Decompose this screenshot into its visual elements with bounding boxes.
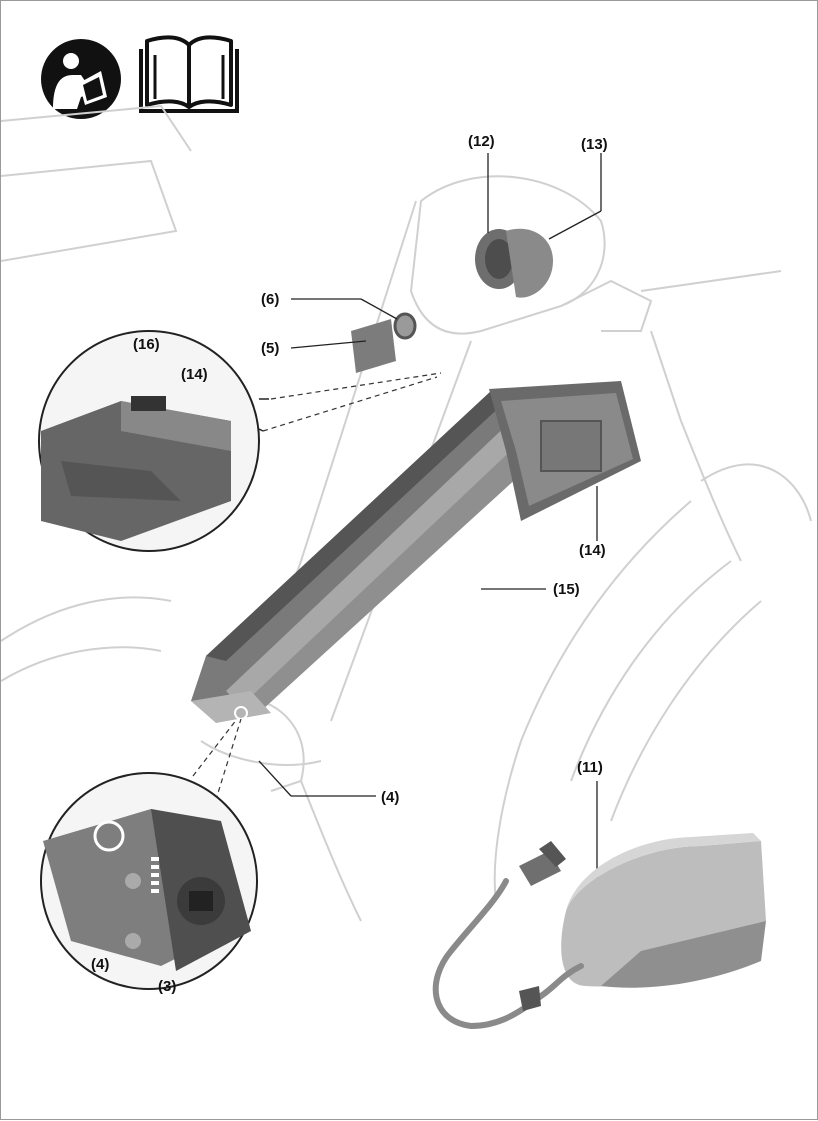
callout-4-detail: (4): [91, 956, 110, 973]
detail-circle-latch: [38, 330, 269, 552]
callout-14-battery: (14): [579, 542, 606, 559]
callout-15: (15): [553, 581, 580, 598]
battery-charger-11: [432, 833, 766, 1030]
ring-part-6: [393, 312, 417, 340]
callout-13: (13): [581, 136, 608, 153]
detail-circle-battery-contacts: [40, 772, 258, 990]
callout-12: (12): [468, 133, 495, 150]
read-manual-person-icon: [41, 39, 121, 119]
callout-3: (3): [158, 978, 177, 995]
callout-6: (6): [261, 291, 280, 308]
key-part-5: [351, 319, 396, 373]
ebike-battery-15: [191, 381, 641, 723]
callout-5: (5): [261, 340, 280, 357]
callout-11: (11): [577, 759, 603, 776]
manual-book-icon: [139, 35, 239, 113]
lock-cap-13: [506, 228, 553, 298]
callout-14-detail: (14): [181, 366, 208, 383]
callout-4-main: (4): [381, 789, 400, 806]
detail-dashed-lines: [192, 372, 442, 810]
callout-16: (16): [133, 336, 160, 353]
